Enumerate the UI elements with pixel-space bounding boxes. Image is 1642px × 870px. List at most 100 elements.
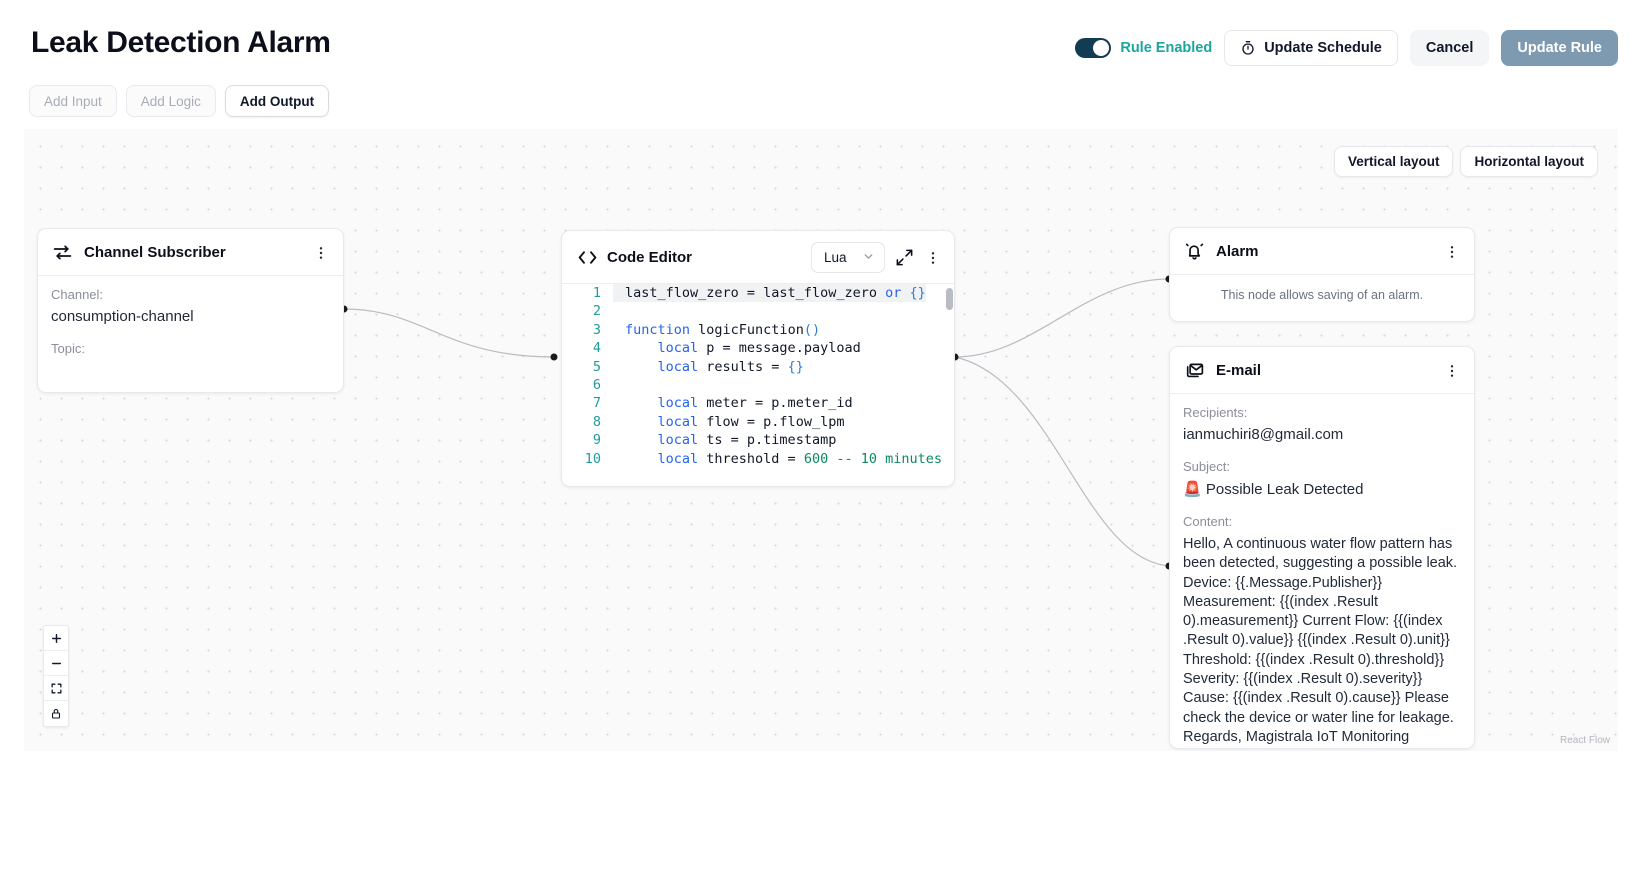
alarm-note: This node allows saving of an alarm. (1220, 288, 1424, 302)
transfer-icon (52, 242, 73, 263)
node-type-tabs: Add Input Add Logic Add Output (29, 85, 330, 117)
line-number: 9 (592, 432, 601, 449)
node-menu-icon[interactable] (1444, 363, 1460, 379)
node-menu-icon[interactable] (313, 245, 329, 261)
edge-code-to-email (954, 356, 1170, 567)
node-header: E-mail (1170, 347, 1474, 394)
node-email[interactable]: E-mail Recipients: ianmuchiri8@gmail.com… (1169, 346, 1475, 749)
code-line: 8 local flow = p.flow_lpm (562, 413, 954, 431)
recipients-value: ianmuchiri8@gmail.com (1183, 426, 1344, 443)
line-number: 5 (592, 358, 601, 375)
node-code-editor[interactable]: Code Editor Lua (561, 230, 955, 487)
react-flow-attribution: React Flow (1559, 735, 1610, 746)
tab-add-input[interactable]: Add Input (29, 85, 117, 117)
toggle-knob (1093, 40, 1110, 56)
line-text (613, 376, 633, 394)
subject-text: Possible Leak Detected (1205, 481, 1364, 498)
horizontal-layout-button[interactable]: Horizontal layout (1460, 146, 1598, 177)
node-channel-subscriber[interactable]: Channel Subscriber Channel: consumption-… (37, 228, 344, 393)
line-text: local threshold = 600 -- 10 minutes (657, 450, 943, 467)
content-label: Content: (1183, 514, 1233, 529)
update-rule-button[interactable]: Update Rule (1501, 30, 1618, 66)
line-number: 8 (592, 413, 601, 430)
node-header: Channel Subscriber (38, 229, 343, 276)
node-body: Recipients: ianmuchiri8@gmail.com Subjec… (1170, 394, 1474, 748)
code-line: 6 (562, 376, 954, 394)
header-actions: Rule Enabled Update Schedule Cancel Upda… (1075, 30, 1618, 66)
tab-add-output[interactable]: Add Output (224, 85, 330, 117)
line-text: local results = {} (657, 358, 804, 375)
timer-icon (1240, 40, 1256, 56)
edge-subscriber-to-code (343, 308, 555, 358)
node-title: E-mail (1216, 362, 1262, 379)
bell-ringing-icon (1184, 241, 1205, 262)
line-number: 7 (592, 395, 601, 412)
code-line: 2 (562, 302, 954, 320)
language-select[interactable]: Lua (811, 242, 885, 273)
line-number: 4 (592, 340, 601, 357)
tab-add-logic[interactable]: Add Logic (125, 85, 216, 117)
line-number: 6 (592, 377, 601, 394)
content-value: Hello, A continuous water flow pattern h… (1183, 536, 1458, 745)
code-line: 5 local results = {} (562, 358, 954, 376)
update-schedule-label: Update Schedule (1264, 40, 1382, 56)
code-line: 7 local meter = p.meter_id (562, 394, 954, 412)
node-title: Channel Subscriber (84, 244, 226, 261)
line-number: 3 (592, 321, 601, 338)
node-header: Alarm (1170, 228, 1474, 275)
cancel-button[interactable]: Cancel (1409, 30, 1490, 66)
update-schedule-button[interactable]: Update Schedule (1224, 30, 1398, 66)
node-title: Code Editor (607, 249, 692, 266)
line-number: 2 (592, 303, 601, 320)
code-line: 9 local ts = p.timestamp (562, 431, 954, 449)
zoom-out-button[interactable] (44, 651, 68, 676)
topic-label: Topic: (51, 341, 85, 356)
node-menu-icon[interactable] (925, 250, 941, 266)
recipients-label: Recipients: (1183, 405, 1248, 420)
line-number: 1 (592, 285, 601, 301)
rule-enabled-toggle-wrap[interactable]: Rule Enabled (1075, 38, 1212, 58)
code-scrollbar[interactable] (946, 288, 953, 310)
node-menu-icon[interactable] (1444, 244, 1460, 260)
subject-value: 🚨 Possible Leak Detected (1183, 480, 1461, 498)
handle-code-in[interactable] (550, 353, 558, 361)
line-text: local flow = p.flow_lpm (657, 413, 845, 430)
line-text: function logicFunction() (625, 321, 821, 338)
line-text: local ts = p.timestamp (657, 432, 837, 449)
channel-value: consumption-channel (51, 308, 194, 325)
node-title: Alarm (1216, 243, 1259, 260)
fit-view-button[interactable] (44, 676, 68, 701)
code-line: 10 local threshold = 600 -- 10 minutes (562, 450, 954, 468)
lock-button[interactable] (44, 701, 68, 726)
zoom-in-button[interactable] (44, 626, 68, 651)
code-line: 1 last_flow_zero = last_flow_zero or {} (562, 284, 954, 303)
chevron-down-icon (862, 250, 875, 266)
channel-label: Channel: (51, 287, 104, 302)
edge-code-to-alarm (954, 278, 1170, 358)
rule-enabled-toggle[interactable] (1075, 38, 1112, 58)
line-number: 10 (584, 450, 601, 467)
node-header: Code Editor Lua (562, 231, 954, 284)
line-text: last_flow_zero = last_flow_zero or {} (613, 284, 926, 303)
flow-canvas[interactable]: Vertical layout Horizontal layout (24, 129, 1618, 751)
vertical-layout-button[interactable]: Vertical layout (1333, 146, 1454, 177)
envelope-icon (1184, 360, 1205, 381)
code-brackets-icon (576, 247, 597, 268)
subject-label: Subject: (1183, 459, 1230, 474)
expand-icon[interactable] (895, 248, 915, 268)
page-header: Leak Detection Alarm Rule Enabled Update… (0, 0, 1642, 78)
alert-emoji: 🚨 (1183, 481, 1202, 498)
layout-buttons: Vertical layout Horizontal layout (1333, 146, 1598, 177)
page-title: Leak Detection Alarm (31, 26, 331, 59)
node-alarm[interactable]: Alarm This node allows saving of an alar… (1169, 227, 1475, 322)
line-text: local meter = p.meter_id (657, 395, 853, 412)
code-line: 4 local p = message.payload (562, 339, 954, 357)
line-text (613, 302, 633, 320)
code-line: 3 function logicFunction() (562, 321, 954, 339)
language-value: Lua (824, 250, 847, 265)
node-body: Channel: consumption-channel Topic: (38, 276, 343, 392)
rule-enabled-label: Rule Enabled (1120, 40, 1213, 56)
